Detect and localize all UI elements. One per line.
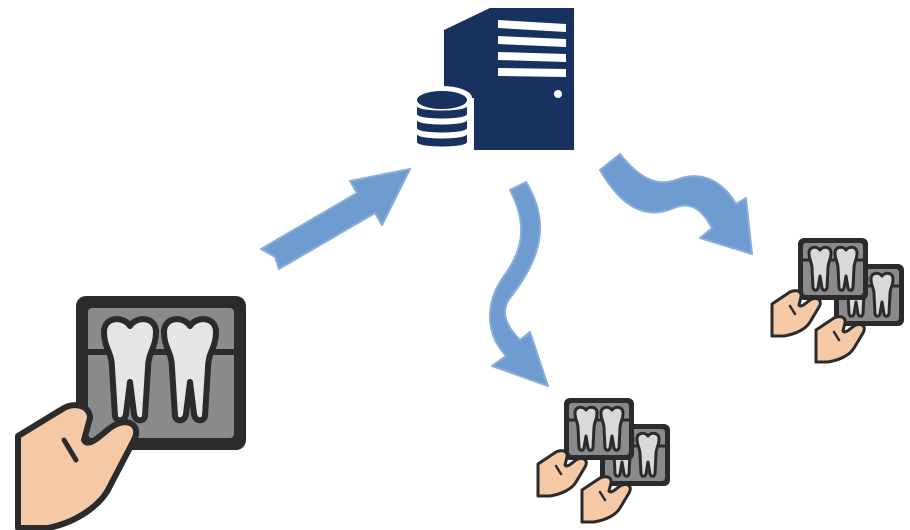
- dental-xray-copies-icon: [770, 238, 910, 368]
- arrow-upload: [260, 168, 411, 270]
- arrow-distribute-right: [599, 153, 753, 255]
- server-database-icon: [412, 8, 574, 156]
- dental-xray-copies-icon: [536, 398, 676, 528]
- arrow-distribute-down: [489, 181, 549, 387]
- dental-xray-held-icon: [14, 290, 274, 530]
